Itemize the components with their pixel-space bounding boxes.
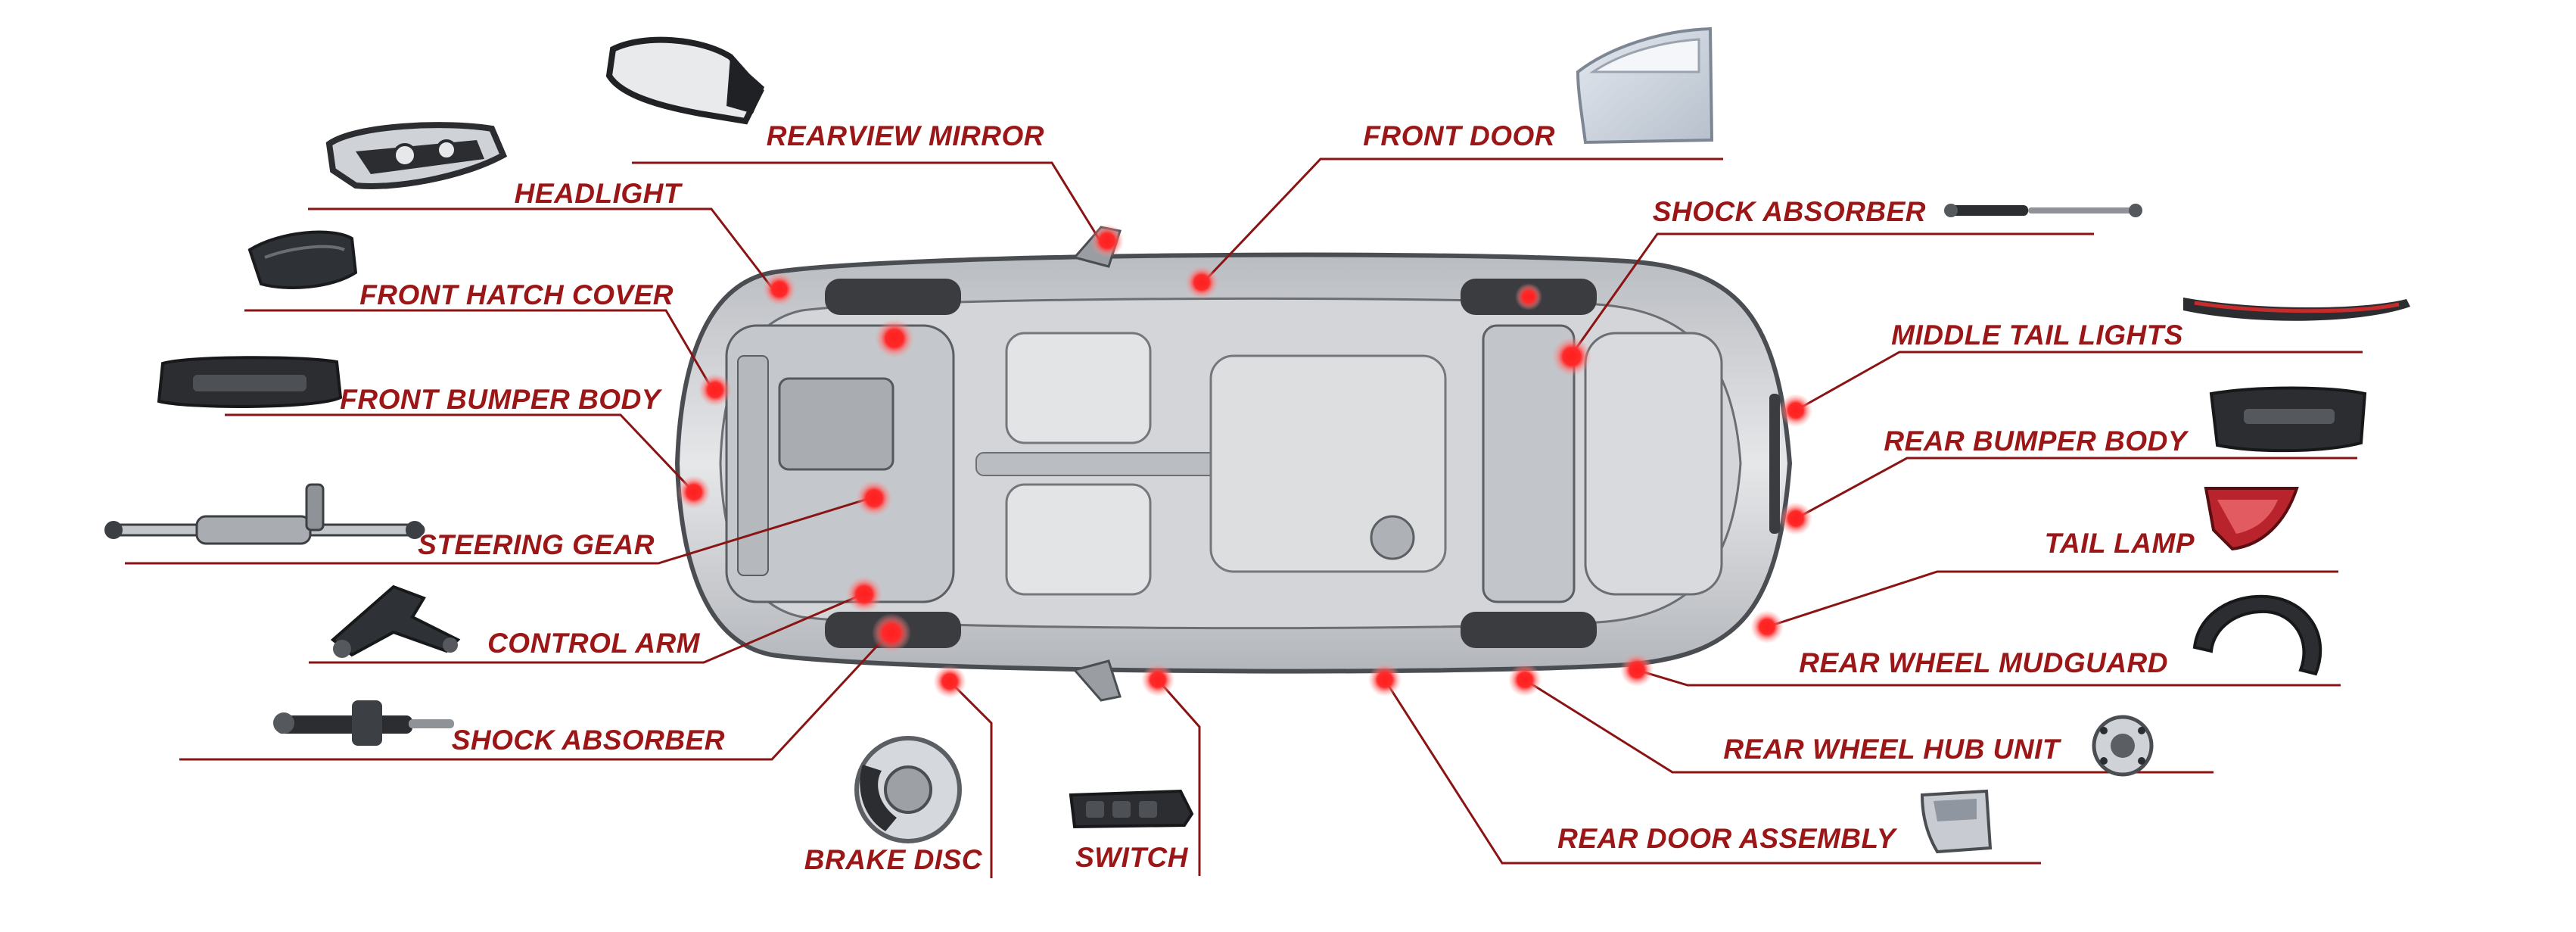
headlight-icon — [325, 122, 508, 189]
steering-rack-icon — [104, 483, 425, 545]
hotspot-rear-bumper-body[interactable] — [1779, 502, 1812, 535]
control-arm-icon — [330, 584, 461, 658]
leader-brake-disc — [948, 680, 993, 878]
wheel-rear-right — [1461, 612, 1597, 648]
leader-steering-gear — [125, 497, 871, 565]
hotspot-steering-gear[interactable] — [856, 480, 892, 516]
leader-rear-wheel-mudguard — [1636, 669, 2341, 687]
hotspot-front-bumper-body[interactable] — [677, 475, 711, 509]
leader-front-hatch-cover — [244, 309, 713, 388]
label-rear-door-assembly[interactable]: REAR DOOR ASSEMBLY — [1557, 823, 1898, 854]
hotspot-front-door[interactable] — [1185, 266, 1218, 299]
leader-switch — [1156, 679, 1201, 876]
hotspot-shock-absorber-front-upper[interactable] — [875, 319, 914, 358]
light-bar-icon — [2183, 298, 2410, 321]
gas-spring-icon — [1944, 204, 2142, 217]
label-front-door[interactable]: FRONT DOOR — [1363, 120, 1555, 151]
leader-rear-door-assembly — [1383, 679, 2041, 865]
leader-headlight — [308, 207, 773, 288]
label-rear-bumper-body[interactable]: REAR BUMPER BODY — [1884, 425, 2189, 457]
leader-rear-bumper-body — [1795, 457, 2357, 520]
label-shock-absorber-front[interactable]: SHOCK ABSORBER — [452, 725, 725, 756]
leader-shock-absorber-front — [179, 631, 891, 761]
rear-bumper-icon — [2209, 386, 2367, 453]
radiator — [737, 355, 769, 576]
rearview-mirror-icon — [605, 36, 764, 125]
leader-control-arm — [309, 593, 863, 664]
leader-front-door — [1202, 157, 1723, 284]
front-bumper-icon — [157, 356, 343, 408]
hotspot-control-arm[interactable] — [846, 576, 882, 613]
label-steering-gear[interactable]: STEERING GEAR — [418, 529, 655, 560]
strut-icon — [273, 700, 454, 746]
car-taillight-strip — [1769, 394, 1780, 534]
rear-subframe — [1482, 324, 1576, 603]
hotspot-front-hatch-cover[interactable] — [698, 373, 732, 407]
label-shock-absorber-rear[interactable]: SHOCK ABSORBER — [1653, 196, 1926, 227]
mudguard-icon — [2192, 594, 2322, 676]
label-tail-lamp[interactable]: TAIL LAMP — [2045, 528, 2195, 559]
hotspot-shock-absorber-front[interactable] — [872, 613, 911, 653]
engine-block — [778, 377, 894, 471]
car-top-view — [674, 226, 1793, 702]
hotspot-brake-disc[interactable] — [933, 665, 966, 698]
front-seat-left — [1005, 332, 1152, 444]
label-rearview-mirror[interactable]: REARVIEW MIRROR — [767, 120, 1044, 151]
trunk-floor — [1584, 332, 1723, 596]
hood-icon — [247, 230, 358, 289]
hotspot-rearview-mirror[interactable] — [1090, 224, 1124, 257]
label-rear-wheel-mudguard[interactable]: REAR WHEEL MUDGUARD — [1799, 647, 2168, 678]
leader-front-bumper-body — [225, 413, 694, 492]
hotspot-switch[interactable] — [1141, 663, 1174, 697]
hotspot-headlight[interactable] — [763, 273, 796, 306]
label-brake-disc[interactable]: BRAKE DISC — [804, 844, 983, 875]
hotspots — [677, 224, 1812, 698]
hotspot-rear-wheel-hub-unit[interactable] — [1508, 663, 1542, 697]
hotspot-rear-upper-arm[interactable] — [1515, 283, 1542, 310]
leader-shock-absorber-rear — [1569, 232, 2094, 357]
window-switch-icon — [1069, 789, 1194, 829]
spare-wheel-well — [1370, 515, 1415, 560]
hotspot-tail-lamp[interactable] — [1750, 610, 1784, 644]
label-headlight[interactable]: HEADLIGHT — [515, 178, 683, 209]
part-thumbnails — [104, 26, 2410, 854]
wheel-hub-icon — [2092, 715, 2154, 777]
leader-lines — [125, 157, 2363, 878]
hotspot-shock-absorber-rear[interactable] — [1552, 337, 1591, 376]
hotspot-middle-tail-lights[interactable] — [1779, 394, 1812, 427]
label-middle-tail-lights[interactable]: MIDDLE TAIL LIGHTS — [1891, 319, 2183, 351]
rear-door-icon — [1920, 789, 1993, 854]
leader-middle-tail-lights — [1795, 351, 2363, 412]
label-control-arm[interactable]: CONTROL ARM — [487, 628, 701, 659]
wheel-front-left — [825, 279, 961, 315]
label-front-hatch-cover[interactable]: FRONT HATCH COVER — [359, 279, 674, 310]
leader-rear-wheel-hub-unit — [1524, 678, 2214, 774]
front-door-icon — [1576, 26, 1714, 145]
hotspot-rear-wheel-mudguard[interactable] — [1620, 653, 1654, 687]
label-switch[interactable]: SWITCH — [1075, 842, 1189, 873]
front-seat-right — [1005, 483, 1152, 596]
tail-lamp-icon — [2204, 487, 2299, 551]
car-mirror-right — [1072, 659, 1122, 702]
brake-disc-icon — [854, 736, 962, 843]
part-labels: REARVIEW MIRROR HEADLIGHT FRONT HATCH CO… — [340, 120, 2195, 875]
leader-tail-lamp — [1766, 570, 2338, 628]
hotspot-rear-door-assembly[interactable] — [1368, 663, 1402, 697]
label-rear-wheel-hub-unit[interactable]: REAR WHEEL HUB UNIT — [1723, 734, 2061, 765]
leader-rearview-mirror — [632, 161, 1101, 241]
label-front-bumper-body[interactable]: FRONT BUMPER BODY — [340, 384, 663, 415]
